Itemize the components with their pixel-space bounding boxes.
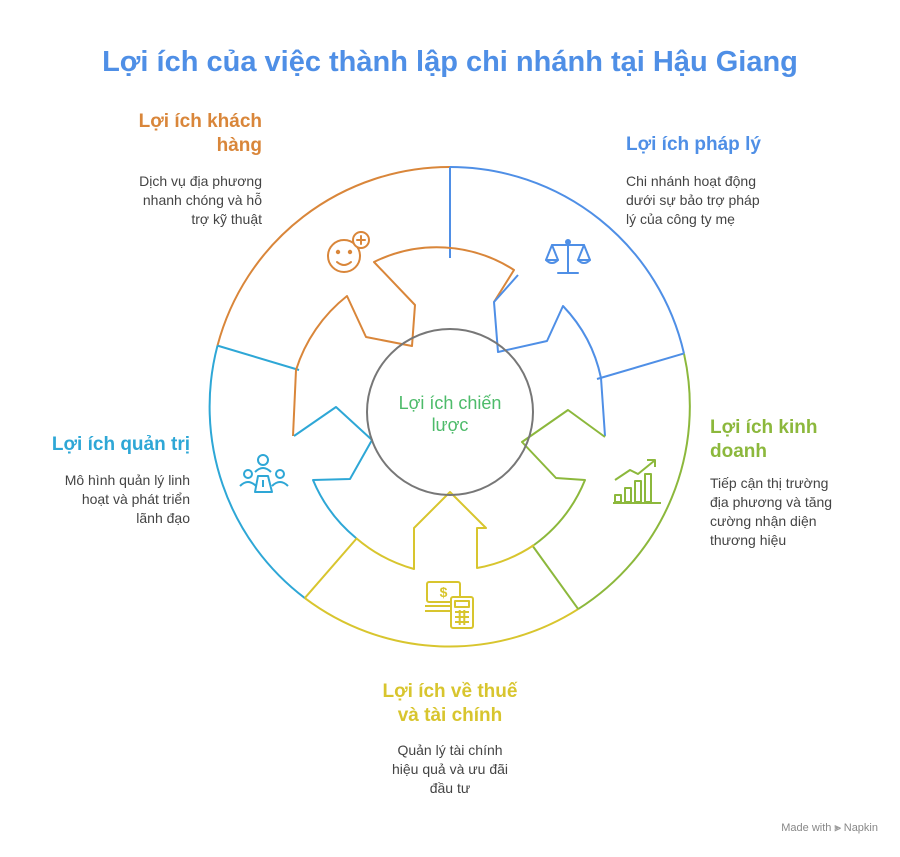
scales-icon xyxy=(545,239,591,274)
heading-legal: Lợi ích pháp lý xyxy=(626,134,761,155)
heading-tax: Lợi ích về thuế và tài chính xyxy=(382,681,518,726)
desc-business: Tiếp cận thị trường địa phương và tăng c… xyxy=(710,475,833,548)
outer-arc-customer xyxy=(216,165,451,346)
outer-arc-tax xyxy=(304,597,579,648)
desc-tax: Quản lý tài chính hiệu quả và ưu đãi đầu… xyxy=(391,742,508,796)
footer-prefix: Made with xyxy=(781,822,832,834)
napkin-watermark: Made with ⪢ Napkin xyxy=(781,822,878,835)
outer-arc-legal xyxy=(449,166,685,354)
desc-legal: Chi nhánh hoạt động dưới sự bảo trợ pháp… xyxy=(626,173,760,227)
svg-text:$: $ xyxy=(440,584,448,600)
heading-management: Lợi ích quản trị xyxy=(51,434,190,455)
divider-management-customer xyxy=(217,344,300,371)
footer-brand: Napkin xyxy=(843,822,878,834)
inner-arrow-customer xyxy=(292,246,515,437)
inner-arrow-legal xyxy=(493,274,606,437)
page-title: Lợi ích của việc thành lập chi nhánh tại… xyxy=(102,46,798,78)
smiley-plus-icon xyxy=(327,231,370,273)
desc-management: Mô hình quản lý linh hoạt và phát triển … xyxy=(64,472,190,526)
growth-chart-icon xyxy=(613,459,661,504)
heading-customer: Lợi ích khách hàng xyxy=(138,111,262,156)
center-label-line: lược xyxy=(431,415,469,435)
center-circle xyxy=(366,328,534,496)
outer-arc-business xyxy=(577,353,691,610)
divider-tax-management xyxy=(304,537,358,599)
divider-business-tax xyxy=(531,544,579,610)
team-meeting-icon xyxy=(239,454,289,493)
center-label-line: Lợi ích chiến xyxy=(398,393,502,413)
inner-arrow-management xyxy=(293,406,373,539)
heading-business: Lợi ích kinh doanh xyxy=(710,417,818,462)
desc-customer: Dịch vụ địa phương nhanh chóng và hỗ trợ… xyxy=(139,173,262,227)
outer-arc-management xyxy=(208,345,306,599)
divider-legal-business xyxy=(596,352,685,380)
center-label: Lợi ích chiến lược xyxy=(378,392,522,436)
inner-arrow-tax xyxy=(355,491,535,570)
napkin-logo-icon: ⪢ xyxy=(834,822,841,834)
inner-arrow-business xyxy=(521,409,606,546)
money-calculator-icon: $ xyxy=(425,581,474,629)
